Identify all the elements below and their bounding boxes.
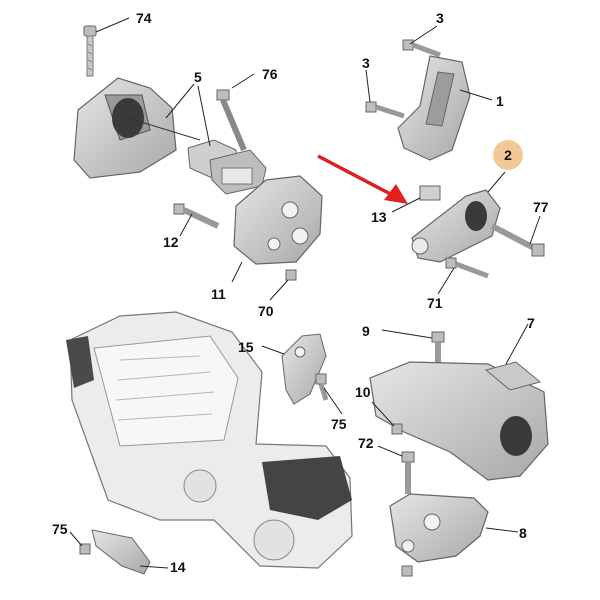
callout-10: 10 — [355, 384, 371, 400]
callout-71: 71 — [427, 295, 443, 311]
part-74-bolt — [83, 25, 97, 77]
callout-77: 77 — [533, 199, 549, 215]
callout-76: 76 — [262, 66, 278, 82]
callout-70: 70 — [258, 303, 274, 319]
part-77-bolt — [490, 223, 545, 257]
highlight-badge-part-2: 2 — [493, 140, 523, 170]
part-12-bolt — [173, 203, 220, 229]
callout-12: 12 — [163, 234, 179, 250]
callout-7: 7 — [527, 315, 535, 331]
leader-lines — [69, 17, 541, 569]
part-2-torque-rod — [411, 185, 501, 263]
callout-75-mid: 75 — [331, 416, 347, 432]
part-5-isolators — [187, 139, 267, 195]
callout-3-middle: 3 — [362, 55, 370, 71]
engine-gearbox-block — [66, 311, 353, 569]
callout-8: 8 — [519, 525, 527, 541]
part-10-bolt — [391, 423, 403, 435]
part-7-gearbox-mount — [369, 361, 549, 481]
callout-74: 74 — [136, 10, 152, 26]
callout-13: 13 — [371, 209, 387, 225]
callout-75-bottom: 75 — [52, 521, 68, 537]
part-11-bracket — [233, 175, 323, 265]
part-3-bolts — [365, 39, 441, 119]
part-72-bolt — [401, 451, 415, 494]
part-70-nut — [285, 269, 297, 281]
callout-2: 2 — [504, 147, 512, 163]
callout-15: 15 — [238, 339, 254, 355]
red-arrow-icon — [317, 154, 408, 204]
part-1-bracket — [397, 55, 471, 161]
callout-3-top: 3 — [436, 10, 444, 26]
part-75-bolt-mid — [315, 373, 329, 401]
callout-1: 1 — [496, 93, 504, 109]
part-14-bracket — [91, 529, 151, 575]
callout-9: 9 — [362, 323, 370, 339]
part-8-lower-bracket — [389, 493, 489, 577]
callout-5: 5 — [194, 69, 202, 85]
callout-14: 14 — [170, 559, 186, 575]
callout-11: 11 — [211, 286, 226, 302]
part-76-bolt — [216, 89, 247, 152]
callout-72: 72 — [358, 435, 374, 451]
part-15-bracket — [281, 333, 327, 405]
part-71-bolt — [445, 257, 489, 279]
upper-engine-mount-left — [73, 77, 201, 179]
part-75-bolt-bottom — [79, 543, 91, 555]
